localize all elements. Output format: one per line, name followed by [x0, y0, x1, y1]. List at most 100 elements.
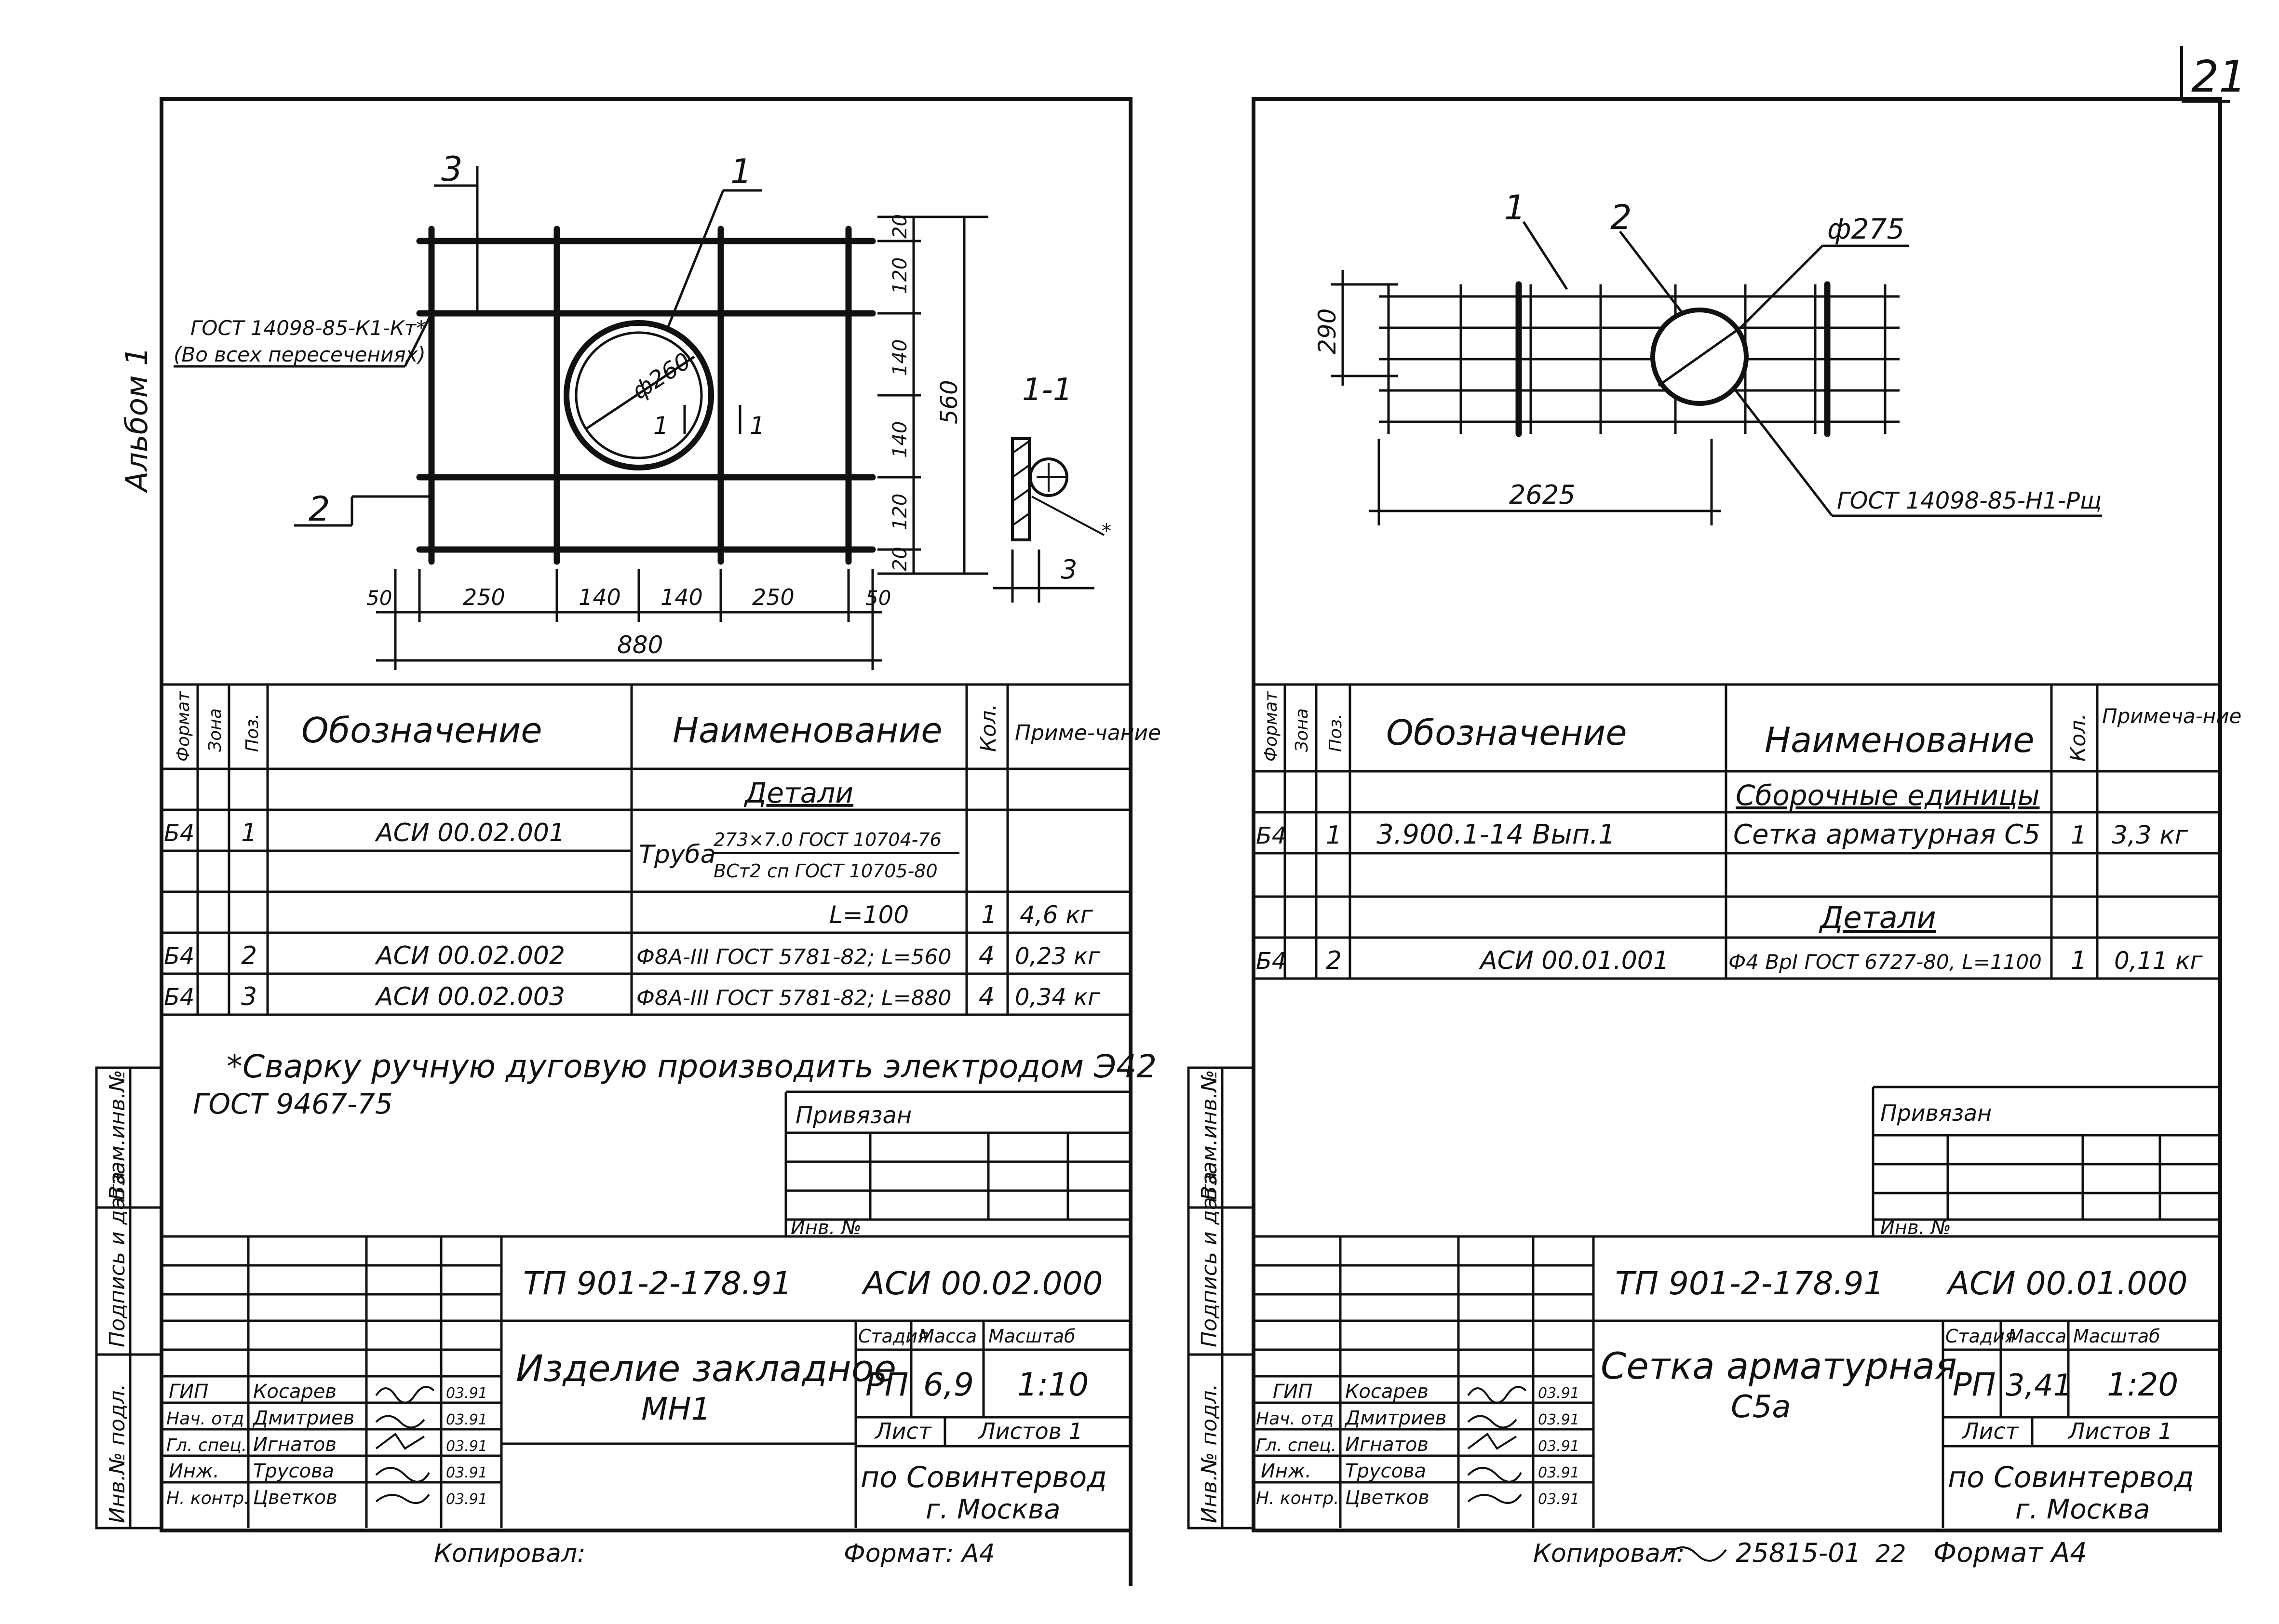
r-hdr-note: Примеча-ние [2102, 704, 2241, 728]
dim-bottom-2: 250 [463, 584, 505, 610]
dim-right-3: 140 [889, 339, 911, 376]
row1-designation: АСИ 00.02.001 [375, 819, 565, 847]
row1-pos: 1 [241, 819, 257, 847]
hdr-designation: Обозначение [301, 710, 542, 751]
mesh-plan: ф275 1 2 290 2625 ГОСТ 14098-85-Н1-Рщ [1313, 188, 2102, 525]
doc-code: АСИ 00.02.000 [861, 1265, 1103, 1302]
side-label-2: Подпись и дата [105, 1172, 130, 1347]
r-hdr-name: Наименование [1765, 720, 2035, 760]
leader-2: 2 [309, 489, 330, 529]
r-date-2: 03.91 [1538, 1411, 1579, 1428]
r-org-line-1: по Совинтервод [1948, 1461, 2194, 1494]
r-privyazan-label: Привязан [1880, 1100, 1992, 1126]
pipe-diameter-right: ф275 [1827, 213, 1904, 245]
section-mark-2: 1 [750, 412, 765, 440]
name-3: Игнатов [253, 1434, 337, 1456]
r-scale-hdr: Масштаб [2073, 1326, 2160, 1347]
section-mark-1: 1 [653, 412, 669, 440]
r-row2-designation: АСИ 00.01.001 [1479, 946, 1669, 975]
copied-label: Копировал: [434, 1539, 586, 1568]
r-hdr-designation: Обозначение [1386, 712, 1627, 753]
section-dim: 3 [1061, 554, 1077, 585]
date-2: 03.91 [446, 1411, 487, 1428]
r-side-label-1: Взам.инв.№ [1197, 1070, 1222, 1200]
r-leader-1: 1 [1504, 188, 1526, 228]
right-sheet: Взам.инв.№ Подпись и дата Инв.№ подл. ф2… [1187, 97, 2241, 1569]
r-hdr-pos: Поз. [1326, 713, 1346, 752]
drawing-title-1: Изделие закладное [516, 1347, 896, 1390]
privyazan-block-right: Привязан Инв. № [1872, 1086, 2220, 1239]
section-assembly: Сборочные единицы [1736, 779, 2040, 812]
weld-note-right: ГОСТ 14098-85-Н1-Рщ [1837, 487, 2102, 514]
r-sheet-label: Лист [1961, 1418, 2019, 1444]
dim-bottom-3: 140 [579, 584, 621, 610]
r-sheets-label: Листов 1 [2067, 1418, 2172, 1444]
dim-right-2: 120 [889, 257, 911, 294]
name-4: Трусова [253, 1460, 334, 1482]
overall-height: 560 [936, 380, 963, 424]
date-3: 03.91 [446, 1438, 487, 1455]
leader-1: 1 [730, 152, 752, 191]
r-copied-label: Копировал: [1533, 1539, 1685, 1568]
side-label-1: Взам.инв.№ [105, 1070, 130, 1200]
page-number: 21 [2191, 52, 2247, 102]
r-row2-pos: 2 [1326, 946, 1342, 975]
r-date-3: 03.91 [1538, 1438, 1579, 1455]
row1-format: Б4 [164, 820, 194, 847]
privyazan-block-left: Привязан Инв. № [784, 1090, 1131, 1239]
role-2: Нач. отд [166, 1409, 244, 1429]
hdr-pos: Поз. [243, 713, 262, 752]
sheet-label: Лист [874, 1418, 932, 1444]
row3-format: Б4 [164, 943, 194, 970]
r-row2-note: 0,11 кг [2114, 947, 2203, 975]
title-block-left: ТП 901-2-178.91 АСИ 00.02.000 Изделие за… [162, 1235, 1131, 1528]
r-name-3: Игнатов [1345, 1434, 1429, 1456]
dim-right-6: 20 [889, 547, 911, 571]
role-1: ГИП [169, 1381, 208, 1403]
r-side-label-2: Подпись и дата [1197, 1172, 1222, 1347]
embedded-part-plan: ф260 1 1 3 1 2 ГОСТ 14098-85-К1-Кт* (Во … [174, 149, 1111, 670]
row3-pos: 2 [241, 941, 257, 970]
r-hdr-format: Формат [1261, 691, 1281, 762]
r-role-1: ГИП [1273, 1381, 1312, 1403]
name-5: Цветков [253, 1487, 337, 1509]
role-3: Гл. спец. [166, 1436, 247, 1455]
row4-designation: АСИ 00.02.003 [375, 982, 565, 1011]
row1-name-bottom: ВСт2 сп ГОСТ 10705-80 [714, 860, 938, 882]
r-row1-pos: 1 [1326, 821, 1342, 850]
scale-value: 1:10 [1017, 1366, 1089, 1403]
name-1: Косарев [253, 1381, 337, 1403]
r-row1-name: Сетка арматурная С5 [1733, 819, 2040, 850]
r-role-5: Н. контр. [1256, 1489, 1339, 1508]
row4-pos: 3 [241, 982, 257, 1011]
r-role-2: Нач. отд [1256, 1409, 1334, 1429]
note-line-1: *Сварку ручную дуговую производить элект… [227, 1048, 1157, 1085]
r-drawing-title-2: С5а [1731, 1389, 1791, 1425]
r-doc-code: АСИ 00.01.000 [1946, 1265, 2187, 1302]
dim-right-4: 140 [889, 421, 911, 458]
r-name-2: Дмитриев [1344, 1407, 1446, 1429]
hdr-note: Приме-чание [1015, 721, 1161, 745]
r-row1-note: 3,3 кг [2112, 821, 2188, 850]
overall-width: 880 [617, 631, 663, 659]
hdr-zone: Зона [205, 708, 225, 752]
dim-height-right: 290 [1313, 309, 1341, 354]
r-mass-hdr: Масса [2008, 1326, 2066, 1347]
row2-qty: 1 [981, 900, 997, 929]
row2-note: 4,6 кг [1020, 901, 1093, 929]
dim-right-1: 20 [889, 214, 911, 239]
org-line-1: по Совинтервод [861, 1461, 1107, 1494]
date-4: 03.91 [446, 1464, 487, 1481]
dim-bottom-1: 50 [366, 586, 392, 610]
r-name-5: Цветков [1345, 1487, 1429, 1509]
inv-label: Инв. № [791, 1217, 862, 1239]
r-stage-value: РП [1953, 1366, 1996, 1403]
r-hdr-zone: Зона [1292, 708, 1312, 752]
spec-table-left: Формат Зона Поз. Обозначение Наименовани… [162, 683, 1161, 1016]
row1-name-top: 273×7.0 ГОСТ 10704-76 [714, 829, 942, 850]
r-org-line-2: г. Москва [2015, 1494, 2150, 1525]
r-inv-label: Инв. № [1880, 1217, 1951, 1239]
r-row2-format: Б4 [1256, 948, 1286, 975]
sheet-number: 22 [1875, 1540, 1906, 1568]
weld-note-line-1: ГОСТ 14098-85-К1-Кт* [190, 316, 426, 340]
